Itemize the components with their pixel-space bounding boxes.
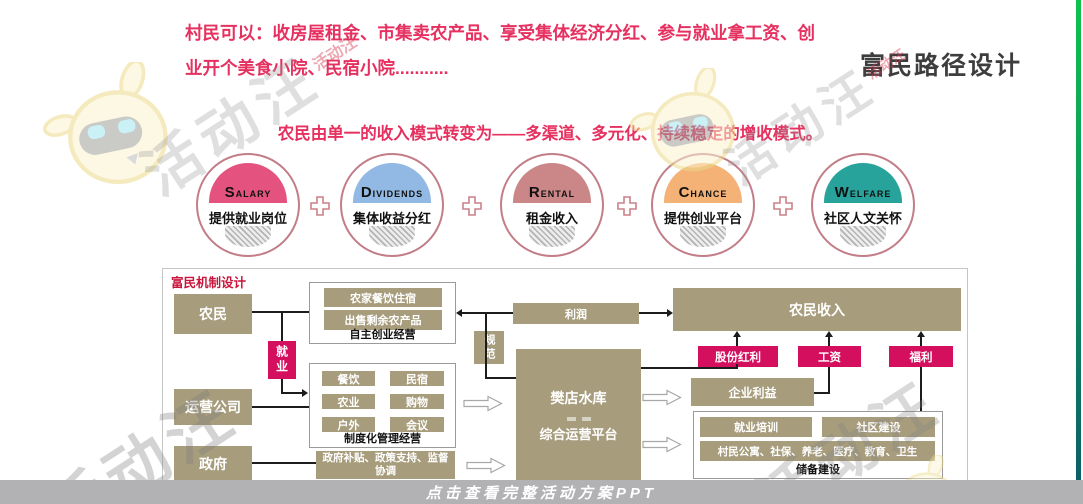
cta-label: 点击查看完整活动方案PPT — [425, 484, 658, 502]
rental-semicircle: RENTAL — [513, 163, 591, 203]
dividends-semicircle: DIVIDENDS — [353, 163, 431, 203]
reserve-item: 村民公寓、社保、养老、医疗、教育、卫生 — [700, 441, 935, 461]
intro-text-line2: 业开个美食小院、民宿小院........... — [185, 58, 449, 78]
managed-item: 民宿 — [390, 371, 444, 386]
rental-en-label: RENTAL — [528, 184, 576, 201]
arrowhead-icon — [667, 309, 673, 317]
circle-salary: SALARY 提供就业岗位 — [196, 153, 300, 257]
arrowhead-icon — [733, 331, 741, 337]
reserve-item: 就业培训 — [700, 417, 812, 437]
managed-item: 农业 — [322, 394, 375, 409]
employment-box: 就业 — [268, 341, 296, 379]
managed-item: 餐饮 — [322, 371, 375, 386]
platform-subname: 综合运营平台 — [539, 426, 618, 442]
managed-business-group: 餐饮 民宿 农业 购物 户外 会议 制度化管理经营 — [309, 363, 456, 448]
arrowhead-icon — [917, 331, 925, 337]
connector-line — [281, 379, 283, 394]
connector-line — [736, 336, 738, 346]
platform-box: 樊店水库 综合运营平台 — [516, 349, 641, 481]
connector-line — [736, 364, 738, 368]
welfare-semicircle: WELFARE — [824, 163, 902, 203]
government-box: 政府 — [174, 446, 252, 481]
connector-line — [252, 462, 316, 464]
self-business-group: 农家餐饮住宿 出售剩余农产品 自主创业经营 — [309, 282, 456, 344]
self-business-item: 农家餐饮住宿 — [324, 288, 442, 307]
arrowhead-icon — [456, 309, 462, 317]
circle-chance: CHANCE 提供创业平台 — [651, 153, 755, 257]
platform-name: 樊店水库 — [550, 389, 607, 406]
hatch-decoration — [529, 226, 575, 247]
connector-line — [641, 367, 738, 369]
flow-arrow-icon — [642, 436, 682, 453]
flow-arrow-icon — [642, 389, 682, 406]
wage-source-box: 工资 — [798, 346, 861, 367]
rental-zh-label: 租金收入 — [525, 211, 578, 226]
dividends-zh-label: 集体收益分红 — [352, 211, 431, 226]
dividend-source-box: 股份红利 — [698, 346, 778, 367]
profit-box: 利润 — [513, 303, 639, 324]
welfare-en-label: WELFARE — [834, 184, 892, 201]
reserve-group: 就业培训 社区建设 村民公寓、社保、养老、医疗、教育、卫生 储备建设 — [693, 411, 943, 479]
chance-en-label: CHANCE — [678, 184, 728, 201]
connector-line — [252, 406, 309, 408]
hatch-decoration — [840, 226, 886, 247]
managed-item: 购物 — [390, 394, 444, 409]
flow-arrow-icon — [466, 457, 506, 474]
circle-dividends: DIVIDENDS 集体收益分红 — [340, 153, 444, 257]
page-title: 富民路径设计 — [860, 52, 1023, 80]
salary-semicircle: SALARY — [209, 163, 287, 203]
chance-zh-label: 提供创业平台 — [663, 211, 742, 226]
reserve-label: 储备建设 — [796, 464, 840, 476]
gov-support-box: 政府补贴、政策支持、监督协调 — [316, 451, 455, 479]
hatch-decoration — [225, 226, 271, 247]
hatch-decoration — [369, 226, 415, 247]
welfare-zh-label: 社区人文关怀 — [823, 211, 902, 226]
mechanism-diagram: 富民机制设计 农民 运营公司 政府 农家餐饮住宿 出售剩余农产品 自主创业经营 … — [162, 268, 968, 504]
welfare-source-box: 福利 — [889, 346, 953, 367]
connector-line — [814, 392, 830, 394]
chance-semicircle: CHANCE — [664, 163, 742, 203]
arrowhead-icon — [825, 331, 833, 337]
salary-zh-label: 提供就业岗位 — [208, 211, 287, 226]
arrowhead-icon — [302, 389, 308, 397]
connector-line — [281, 312, 283, 341]
dividends-en-label: DIVIDENDS — [360, 184, 424, 201]
company-box: 运营公司 — [174, 389, 252, 425]
connector-line — [281, 392, 302, 394]
salary-en-label: SALARY — [224, 184, 272, 201]
managed-business-label: 制度化管理经营 — [344, 433, 421, 445]
intro-text-line1: 村民可以：收房屋租金、市集卖农产品、享受集体经济分红、参与就业拿工资、创 — [185, 23, 815, 43]
enterprise-benefit-box: 企业利益 — [691, 378, 814, 406]
flow-arrow-icon — [463, 395, 503, 412]
connector-line — [828, 367, 830, 394]
hatch-decoration — [680, 226, 726, 247]
connector-line — [920, 367, 922, 411]
connector-line — [485, 314, 487, 378]
reserve-item: 社区建设 — [822, 417, 935, 437]
standard-box: 规范 — [474, 331, 504, 364]
self-business-item: 出售剩余农产品 — [324, 310, 442, 330]
platform-tiny-marks — [516, 408, 641, 424]
cta-bar[interactable]: 点击查看完整活动方案PPT — [0, 480, 1083, 504]
connector-line — [828, 336, 830, 346]
plus-icon — [310, 196, 330, 216]
connector-line — [485, 377, 516, 379]
connector-line — [639, 312, 668, 314]
circle-welfare: WELFARE 社区人文关怀 — [811, 153, 915, 257]
connector-line — [461, 312, 513, 314]
connector-line — [920, 336, 922, 346]
plus-icon — [462, 196, 482, 216]
farmer-income-box: 农民收入 — [673, 288, 961, 331]
connector-line — [252, 311, 309, 313]
edge-accent-bar — [1076, 0, 1081, 480]
farmer-box: 农民 — [174, 294, 252, 334]
plus-icon — [773, 196, 793, 216]
managed-item: 会议 — [390, 417, 444, 432]
subtitle: 农民由单一的收入模式转变为——多渠道、多元化、持续稳定的增收模式。 — [277, 125, 823, 143]
plus-icon — [617, 196, 637, 216]
mechanism-title: 富民机制设计 — [171, 276, 247, 290]
self-business-label: 自主创业经营 — [349, 329, 416, 341]
circle-rental: RENTAL 租金收入 — [500, 153, 604, 257]
managed-item: 户外 — [322, 417, 375, 432]
